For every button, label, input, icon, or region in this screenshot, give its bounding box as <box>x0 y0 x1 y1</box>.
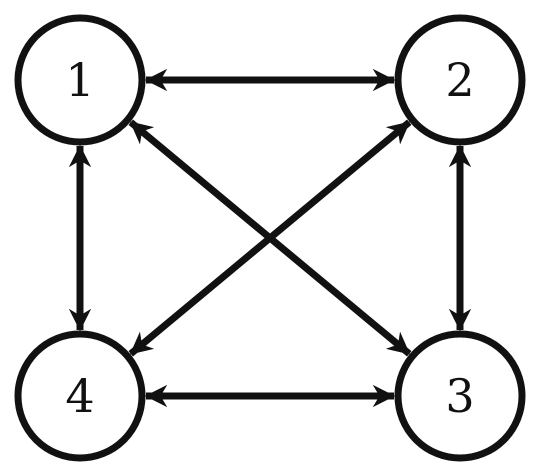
node-label-1: 1 <box>65 53 94 107</box>
node-circle-4 <box>14 330 146 462</box>
node-label-2: 2 <box>445 53 474 107</box>
nodes-layer: 1 2 3 4 <box>14 14 526 462</box>
edges-layer <box>68 68 472 408</box>
edge-2-4 <box>128 119 412 357</box>
node-1: 1 <box>14 14 146 146</box>
node-3: 3 <box>394 330 526 462</box>
node-circle-2 <box>394 14 526 146</box>
node-4: 4 <box>14 330 146 462</box>
node-label-4: 4 <box>65 369 94 423</box>
node-circle-3 <box>394 330 526 462</box>
node-circle-1 <box>14 14 146 146</box>
node-label-3: 3 <box>445 369 474 423</box>
node-2: 2 <box>394 14 526 146</box>
